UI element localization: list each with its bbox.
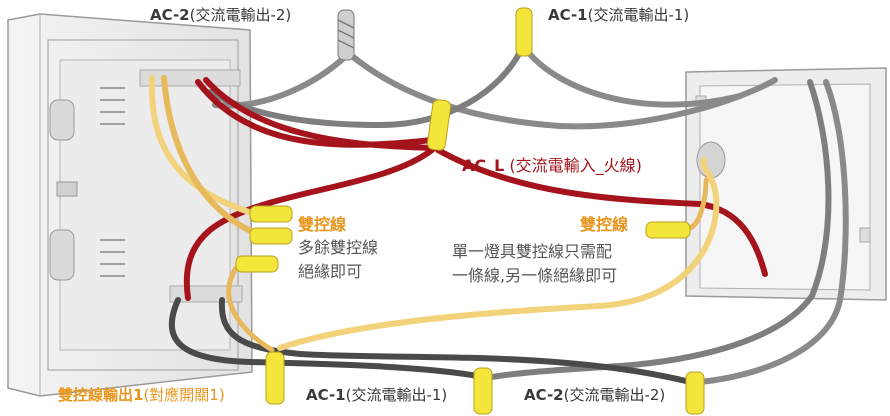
label-ac2-bottom-desc: (交流電輸出-2) [563,386,666,404]
label-twoway-right-line1: 單一燈具雙控線只需配 [452,242,613,261]
label-twoway-right-title: 雙控線 [580,215,629,234]
label-ac2-top-desc: (交流電輸出-2) [189,6,292,24]
switch-back-plate [7,13,253,397]
label-acl-desc: (交流電輸入_火線) [504,156,642,175]
connector-twoway-2 [249,227,293,245]
wire-gray-ac1-top-b [525,49,743,108]
label-twoway-right-title-wrap: 雙控線 [580,214,628,236]
label-twoway-out1: 雙控線輸出1(對應開關1) [58,386,225,404]
wire-yellow-1 [148,75,265,219]
label-twoway-right-note: 單一燈具雙控線只需配 一條線,另一條絕緣即可 [452,240,617,288]
label-acl: AC_L (交流電輸入_火線) [462,157,642,175]
label-twoway-out1-code: 雙控線輸出1 [58,386,144,404]
connector-ac1-bottom [473,367,493,415]
wire-gray-ac1-top [207,49,523,128]
label-twoway-right-line2: 一條線,另一條絕緣即可 [452,266,618,285]
connector-ac2-bottom [685,371,705,415]
wire-yellow-3 [226,265,275,353]
label-ac2-top: AC-2(交流電輸出-2) [150,6,291,24]
connector-twoway-out1 [265,351,285,405]
label-ac2-top-code: AC-2 [150,6,190,24]
connector-acl [426,99,452,151]
label-ac1-top: AC-1(交流電輸出-1) [548,6,689,24]
wire-yellow-right-stub [687,177,709,231]
label-twoway-left-line2: 絕緣即可 [298,262,363,281]
wire-gray-right [483,79,832,381]
label-twoway-left: 雙控線 多餘雙控線 絕緣即可 [298,214,378,284]
wire-gray-right-b [697,79,849,385]
wire-dark-ac2-bottom [218,297,693,385]
wire-dark-ac1-bottom [168,297,481,379]
wire-red-acl-left-b [203,77,439,151]
label-ac1-bottom: AC-1(交流電輸出-1) [306,386,447,404]
wire-red-acl-right [435,147,768,277]
label-twoway-out1-desc: (對應開關1) [143,386,225,404]
wire-yellow-2 [161,75,265,239]
wire-red-acl-left [195,79,435,148]
label-ac2-bottom: AC-2(交流電輸出-2) [524,386,665,404]
label-ac1-bottom-desc: (交流電輸出-1) [345,386,448,404]
connector-twoway-1 [249,205,293,223]
label-ac2-bottom-code: AC-2 [524,386,564,404]
label-ac1-top-desc: (交流電輸出-1) [587,6,690,24]
wire-red-acl-down [183,147,435,301]
label-ac1-top-code: AC-1 [548,6,588,24]
connectors [235,7,705,415]
connector-twoway-3 [235,255,279,273]
wire-yellow-long [277,157,720,351]
label-ac1-bottom-code: AC-1 [306,386,346,404]
label-twoway-left-title: 雙控線 [298,215,347,234]
connector-ac1-top [515,7,533,57]
connector-ac2-top [337,9,355,61]
label-twoway-left-line1: 多餘雙控線 [298,238,379,257]
connector-twoway-right [645,221,691,239]
label-acl-code: AC_L [462,156,505,175]
